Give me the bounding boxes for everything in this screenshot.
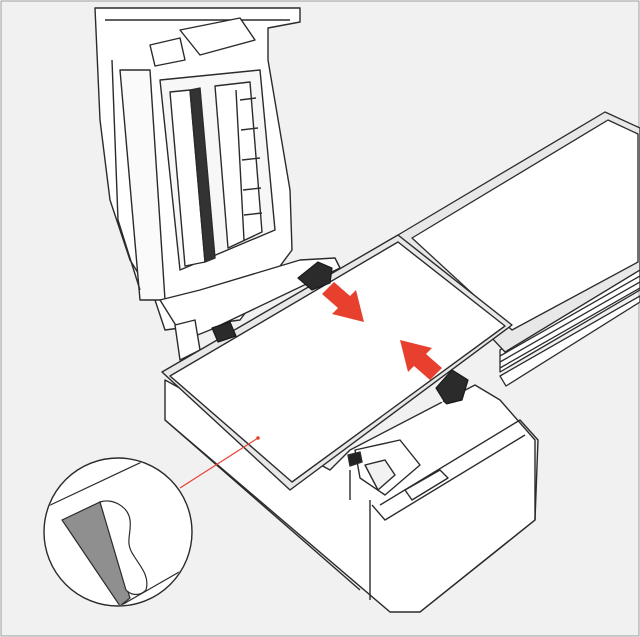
callout-dot <box>256 436 260 440</box>
